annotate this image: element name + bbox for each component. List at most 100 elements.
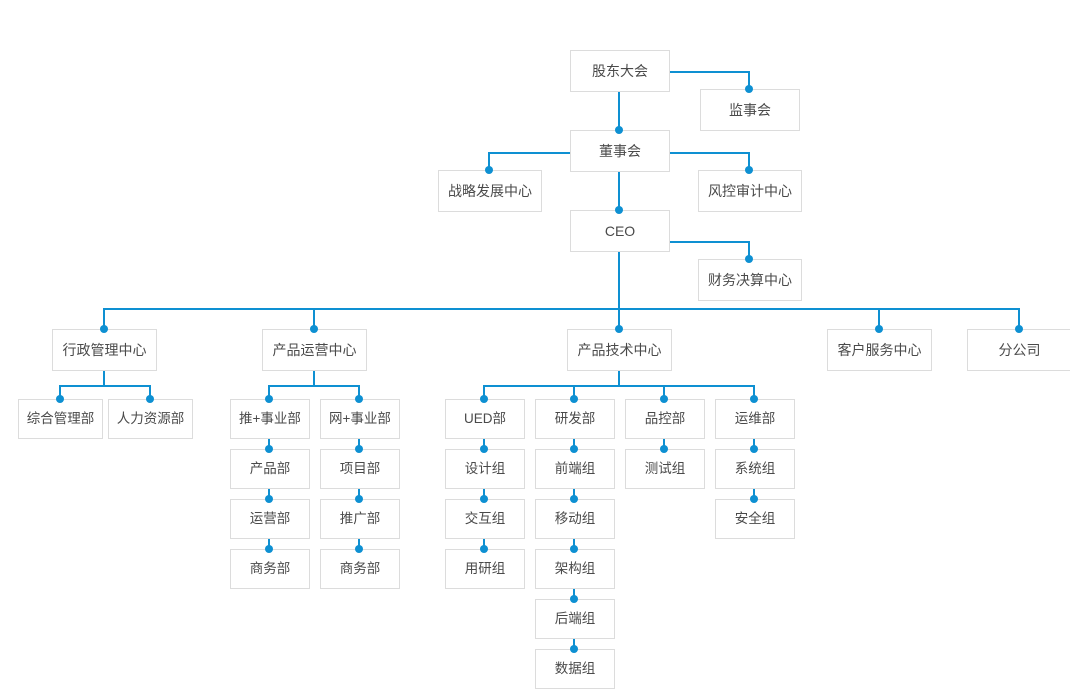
chain-system-security	[753, 489, 755, 499]
org-node[interactable]: 产品部	[230, 449, 310, 489]
ceo-to-finance-drop	[748, 241, 750, 259]
org-node[interactable]: 财务决算中心	[698, 259, 802, 301]
chain-qa-test	[663, 439, 665, 449]
org-node[interactable]: UED部	[445, 399, 525, 439]
admin-children-bar	[59, 385, 150, 387]
dot-risk	[745, 166, 753, 174]
org-node[interactable]: 产品运营中心	[262, 329, 367, 371]
org-node[interactable]: 分公司	[967, 329, 1070, 371]
chain-project-promotion	[358, 489, 360, 499]
tech-drop-rd	[573, 385, 575, 399]
tech-drop-ops	[753, 385, 755, 399]
org-node[interactable]: 监事会	[700, 89, 800, 131]
org-node[interactable]: 风控审计中心	[698, 170, 802, 212]
chain-operation-business	[268, 539, 270, 549]
shareholders-to-supervisor-drop	[748, 71, 750, 89]
org-node[interactable]: 战略发展中心	[438, 170, 542, 212]
tech-children-bar	[483, 385, 754, 387]
admin-stem	[103, 371, 105, 385]
dot-ceo	[615, 206, 623, 214]
dot-strategy	[485, 166, 493, 174]
dot-test-group	[660, 445, 668, 453]
chain-ops-system	[753, 439, 755, 449]
org-node[interactable]: 运维部	[715, 399, 795, 439]
org-node[interactable]: 运营部	[230, 499, 310, 539]
dot-data-group	[570, 645, 578, 653]
ceo-to-bus-stem	[618, 252, 620, 308]
admin-drop-general	[59, 385, 61, 399]
org-node[interactable]: 设计组	[445, 449, 525, 489]
org-node[interactable]: 项目部	[320, 449, 400, 489]
dot-branch-company	[1015, 325, 1023, 333]
product-ops-stem	[313, 371, 315, 385]
dot-design-group	[480, 445, 488, 453]
tech-drop-qa	[663, 385, 665, 399]
board-to-strategy-drop	[488, 152, 490, 170]
org-node[interactable]: 综合管理部	[18, 399, 103, 439]
org-node[interactable]: 股东大会	[570, 50, 670, 92]
org-node[interactable]: 品控部	[625, 399, 705, 439]
bus-drop-service	[878, 308, 880, 329]
org-node[interactable]: 安全组	[715, 499, 795, 539]
org-node[interactable]: 系统组	[715, 449, 795, 489]
dot-rd	[570, 395, 578, 403]
org-node[interactable]: 推+事业部	[230, 399, 310, 439]
chain-wang-project	[358, 439, 360, 449]
ops-drop-tui	[268, 385, 270, 399]
dot-service-center	[875, 325, 883, 333]
dot-backend-group	[570, 595, 578, 603]
chain-promotion-business	[358, 539, 360, 549]
org-node[interactable]: 前端组	[535, 449, 615, 489]
org-node[interactable]: 研发部	[535, 399, 615, 439]
org-node[interactable]: 商务部	[230, 549, 310, 589]
shareholders-to-board-stem	[618, 92, 620, 130]
board-to-risk-drop	[748, 152, 750, 170]
dot-general-admin	[56, 395, 64, 403]
board-to-ceo-stem	[618, 172, 620, 210]
dot-product-ops-center	[310, 325, 318, 333]
chain-product-operation	[268, 489, 270, 499]
bus-drop-admin	[103, 308, 105, 329]
org-node[interactable]: 交互组	[445, 499, 525, 539]
dot-research-group	[480, 545, 488, 553]
chain-backend-data	[573, 639, 575, 649]
org-node[interactable]: 移动组	[535, 499, 615, 539]
org-node[interactable]: 客户服务中心	[827, 329, 932, 371]
dot-mobile-group	[570, 495, 578, 503]
dot-operation-dept	[265, 495, 273, 503]
org-node[interactable]: 产品技术中心	[567, 329, 672, 371]
dot-interaction-group	[480, 495, 488, 503]
org-node[interactable]: 人力资源部	[108, 399, 193, 439]
tech-drop-ued	[483, 385, 485, 399]
dot-business-left	[265, 545, 273, 553]
org-node[interactable]: 用研组	[445, 549, 525, 589]
dot-security-group	[750, 495, 758, 503]
dot-tech-center	[615, 325, 623, 333]
org-node[interactable]: 架构组	[535, 549, 615, 589]
chain-interaction-research	[483, 539, 485, 549]
dot-tui-unit	[265, 395, 273, 403]
org-node[interactable]: 董事会	[570, 130, 670, 172]
chain-tui-product	[268, 439, 270, 449]
chain-mobile-architecture	[573, 539, 575, 549]
chain-frontend-mobile	[573, 489, 575, 499]
dot-finance	[745, 255, 753, 263]
bus-drop-branch	[1018, 308, 1020, 329]
org-node[interactable]: CEO	[570, 210, 670, 252]
org-node[interactable]: 网+事业部	[320, 399, 400, 439]
tech-stem	[618, 371, 620, 385]
org-node[interactable]: 推广部	[320, 499, 400, 539]
dot-admin-center	[100, 325, 108, 333]
dot-business-right	[355, 545, 363, 553]
chain-ued-design	[483, 439, 485, 449]
dot-supervisor	[745, 85, 753, 93]
dot-architecture-group	[570, 545, 578, 553]
org-node[interactable]: 测试组	[625, 449, 705, 489]
bus-drop-tech	[618, 308, 620, 329]
dot-qa	[660, 395, 668, 403]
org-node[interactable]: 行政管理中心	[52, 329, 157, 371]
org-node[interactable]: 后端组	[535, 599, 615, 639]
ops-drop-wang	[358, 385, 360, 399]
org-node[interactable]: 数据组	[535, 649, 615, 689]
org-node[interactable]: 商务部	[320, 549, 400, 589]
